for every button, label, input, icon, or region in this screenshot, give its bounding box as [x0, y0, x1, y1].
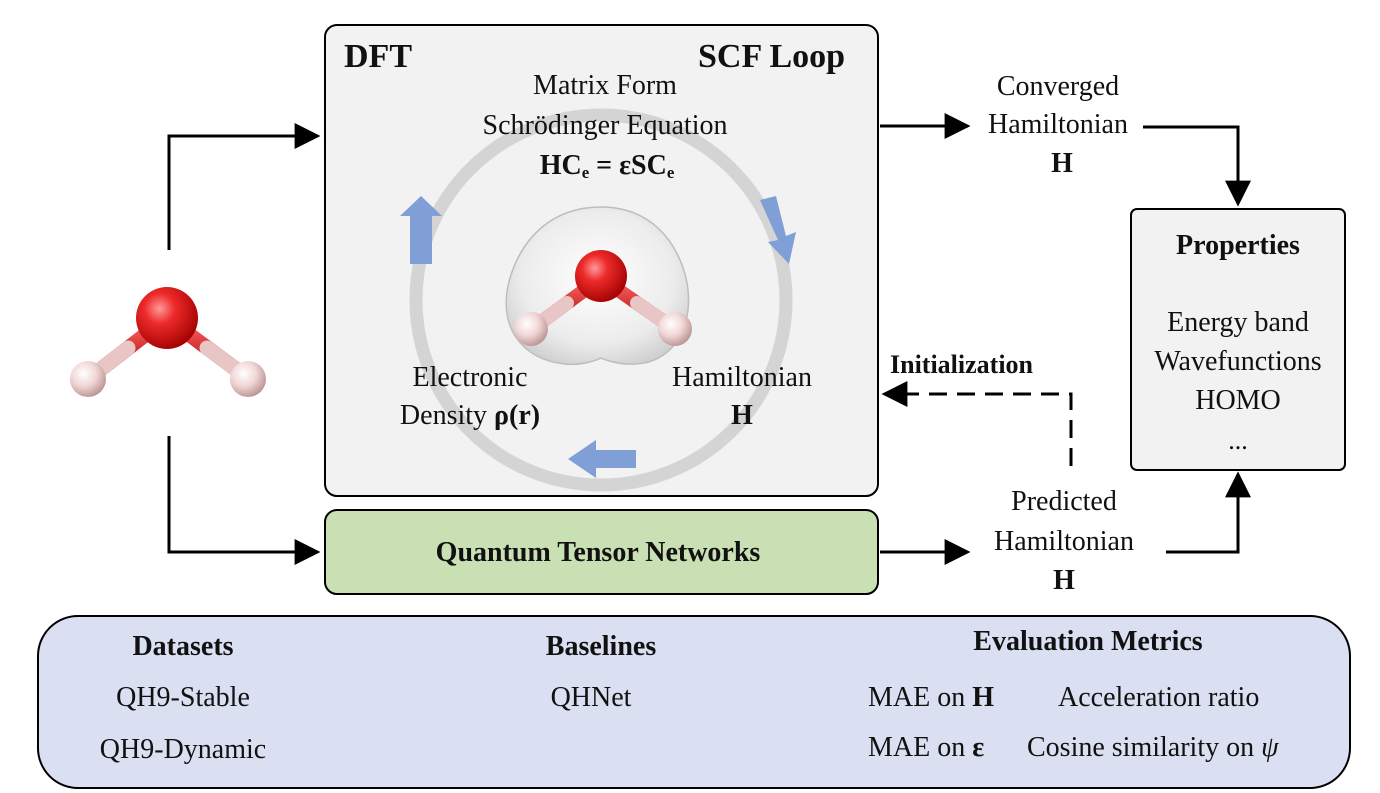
arrow-initialization-dashed [881, 381, 1073, 466]
property-item: ... [1228, 426, 1248, 455]
water-molecule-input [70, 287, 266, 397]
property-item: Wavefunctions [1154, 346, 1322, 377]
property-item: Energy band [1167, 307, 1309, 338]
arrow-molecule-to-qtn [167, 436, 321, 565]
loop-arrow-right [760, 196, 796, 264]
converged-h-symbol: H [1051, 148, 1073, 179]
metric-cosine-psi: Cosine similarity on ψ [1027, 732, 1279, 763]
metric-mae-h: MAE on H [868, 682, 995, 713]
dataset-item: QH9-Dynamic [99, 734, 267, 765]
arrow-molecule-to-dft [167, 123, 321, 250]
arrow-predicted-to-properties [1166, 471, 1251, 554]
scf-loop-ring [409, 108, 793, 492]
qtn-label: Quantum Tensor Networks [435, 537, 761, 568]
water-molecule-center [514, 250, 692, 346]
predicted-hamiltonian-label: Hamiltonian [994, 526, 1134, 557]
metrics-title: Evaluation Metrics [973, 626, 1203, 657]
converged-hamiltonian-label: Hamiltonian [988, 109, 1128, 140]
properties-box [1130, 208, 1346, 471]
property-item: HOMO [1195, 385, 1281, 416]
schrodinger-label: Schrödinger Equation [482, 110, 728, 141]
predicted-label: Predicted [1011, 486, 1117, 517]
hamiltonian-label: Hamiltonian [672, 362, 812, 393]
matrix-form-label: Matrix Form [533, 70, 677, 101]
schrodinger-equation: HCe = εSCe [539, 150, 675, 183]
dft-title: DFT [344, 38, 412, 75]
dataset-item: QH9-Stable [116, 682, 250, 713]
baselines-title: Baselines [545, 631, 657, 662]
connectors [167, 113, 1251, 565]
properties-title: Properties [1176, 230, 1300, 261]
converged-label: Converged [996, 71, 1120, 102]
bottom-panel [37, 615, 1351, 789]
electronic-density-label: Electronic [412, 362, 528, 393]
electronic-density-line2: Density ρ(r) [399, 400, 541, 431]
loop-arrow-bottom [568, 440, 636, 478]
datasets-title: Datasets [132, 631, 234, 662]
predicted-h-symbol: H [1053, 565, 1075, 596]
metric-acceleration: Acceleration ratio [1058, 682, 1260, 713]
baseline-item: QHNet [550, 682, 632, 713]
metric-mae-epsilon: MAE on ε [868, 732, 985, 763]
hamiltonian-symbol: H [731, 400, 753, 431]
scf-loop-title: SCF Loop [698, 38, 846, 75]
qtn-box [324, 509, 879, 595]
initialization-label: Initialization [890, 350, 1034, 379]
loop-arrow-left [400, 196, 442, 264]
arrow-converged-to-properties [1143, 125, 1251, 207]
